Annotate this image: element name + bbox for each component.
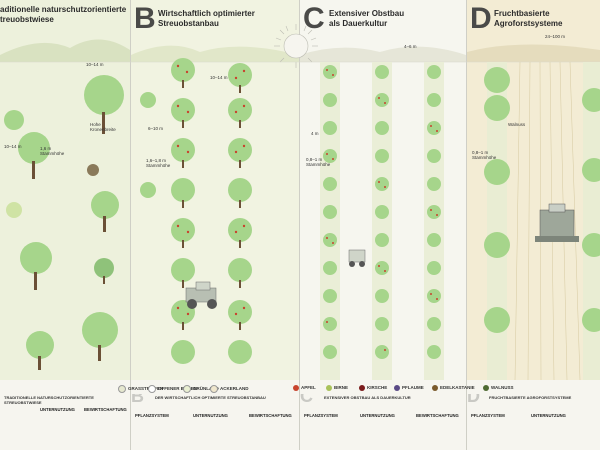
description-heading: DER WIRTSCHAFTLICH OPTIMIERTE STREUOBSTA…: [155, 395, 266, 400]
scenery-illustration: [0, 24, 600, 380]
dimension-label: 1,6–1,8 m Stammhöhe: [146, 158, 171, 168]
dimension-label: 10–14 m: [86, 62, 104, 67]
description-column: PFLANZSYSTEM: [135, 413, 169, 418]
dimension-label: Walnuss: [508, 122, 526, 127]
panel-d-title: Fruchtbasierte Agroforstsysteme: [494, 9, 598, 28]
description-letter: C: [300, 394, 313, 406]
legend-item: APFEL: [293, 385, 316, 391]
panel-b-title: Wirtschaftlich optimierter Streuobstanba…: [158, 9, 278, 28]
dimension-label: 0,8–1 m Stammhöhe: [472, 150, 497, 160]
dimension-label: 6–10 m: [148, 126, 164, 131]
legend-item: KIRSCHE: [359, 385, 387, 391]
panel-a-title-line2: treuobstwiese: [0, 14, 54, 24]
description-letter: D: [467, 394, 480, 406]
panel-d-title-line2: Agroforstsysteme: [494, 18, 563, 28]
legend-item: EDELKASTANIE: [432, 385, 475, 391]
description-column: UNTERNUTZUNG: [531, 413, 566, 418]
panel-b-trees: [140, 58, 252, 364]
dimension-label: Hohe Kronenbreite: [90, 122, 116, 132]
panel-d-trees: [484, 67, 600, 333]
panel-b-title-line2: Streuobstanbau: [158, 18, 219, 28]
panel-c-letter: C: [303, 2, 325, 35]
panel-c-title-line2: als Dauerkultur: [329, 18, 388, 28]
panel-d-title-line1: Fruchtbasierte: [494, 9, 550, 18]
legend-item: GRASSTREIFEN: [118, 385, 163, 393]
description-b: B DER WIRTSCHAFTLICH OPTIMIERTE STREUOBS…: [131, 394, 299, 450]
harvester-icon: [535, 203, 579, 242]
description-letter: B: [131, 394, 144, 406]
dimension-label: 4–6 m: [404, 44, 417, 49]
legend-item: ACKERLAND: [210, 385, 249, 393]
legend: GRASSTREIFEN OFFENER BODEN GRÜNLAND ACKE…: [0, 382, 600, 394]
description-column: UNTERNUTZUNG: [193, 413, 228, 418]
legend-item: OFFENER BODEN: [148, 385, 197, 393]
description-d: D FRUCHTBASIERTE AGROFORSTSYSTEME PFLANZ…: [467, 394, 600, 450]
legend-item: BIRNE: [326, 385, 348, 391]
dimension-label: 24–100 m: [545, 34, 566, 39]
description-a: TRADITIONELLE NATURSCHUTZORIENTIERTE STR…: [0, 394, 130, 450]
description-heading: EXTENSIVER OBSTBAU ALS DAUERKULTUR: [324, 395, 411, 400]
panel-b-background: [131, 0, 299, 380]
panel-b-title-line1: Wirtschaftlich optimierter: [158, 9, 255, 18]
legend-item: PFLAUME: [394, 385, 424, 391]
panel-a-trees: [4, 75, 124, 370]
dimension-label: 4 m: [311, 131, 319, 136]
description-column: PFLANZSYSTEM: [304, 413, 338, 418]
dimension-label: 10–14 m: [4, 144, 22, 149]
legend-item: GRÜNLAND: [183, 385, 219, 393]
description-column: BEWIRTSCHAFTUNG: [416, 413, 459, 418]
description-column: UNTERNUTZUNG: [40, 407, 75, 412]
divider: [466, 0, 467, 450]
sun-icon: [274, 24, 318, 68]
panel-c-title: Extensiver Obstbau als Dauerkultur: [329, 9, 439, 28]
tractor-icon: [185, 281, 217, 309]
description-column: BEWIRTSCHAFTUNG: [84, 407, 127, 412]
tractor-icon: [348, 249, 366, 267]
panel-c-title-line1: Extensiver Obstbau: [329, 9, 405, 18]
panel-a-title: aditionelle naturschutzorientierte treuo…: [0, 5, 128, 24]
legend-item: WALNUSS: [483, 385, 514, 391]
description-column: UNTERNUTZUNG: [360, 413, 395, 418]
dimension-label: 0,8–1 m Stammhöhe: [306, 157, 331, 167]
divider: [299, 0, 300, 450]
dimension-label: 1,6 m Stammhöhe: [40, 146, 65, 156]
description-heading: FRUCHTBASIERTE AGROFORSTSYSTEME: [489, 395, 572, 400]
panel-d-letter: D: [470, 2, 492, 35]
panel-b-letter: B: [134, 2, 156, 35]
description-column: PFLANZSYSTEM: [471, 413, 505, 418]
description-c: C EXTENSIVER OBSTBAU ALS DAUERKULTUR PFL…: [300, 394, 466, 450]
description-heading: TRADITIONELLE NATURSCHUTZORIENTIERTE STR…: [4, 395, 94, 405]
divider: [130, 0, 131, 450]
description-column: BEWIRTSCHAFTUNG: [249, 413, 292, 418]
panel-a-title-line1: aditionelle naturschutzorientierte: [0, 5, 127, 14]
dimension-label: 10–14 m: [210, 75, 228, 80]
